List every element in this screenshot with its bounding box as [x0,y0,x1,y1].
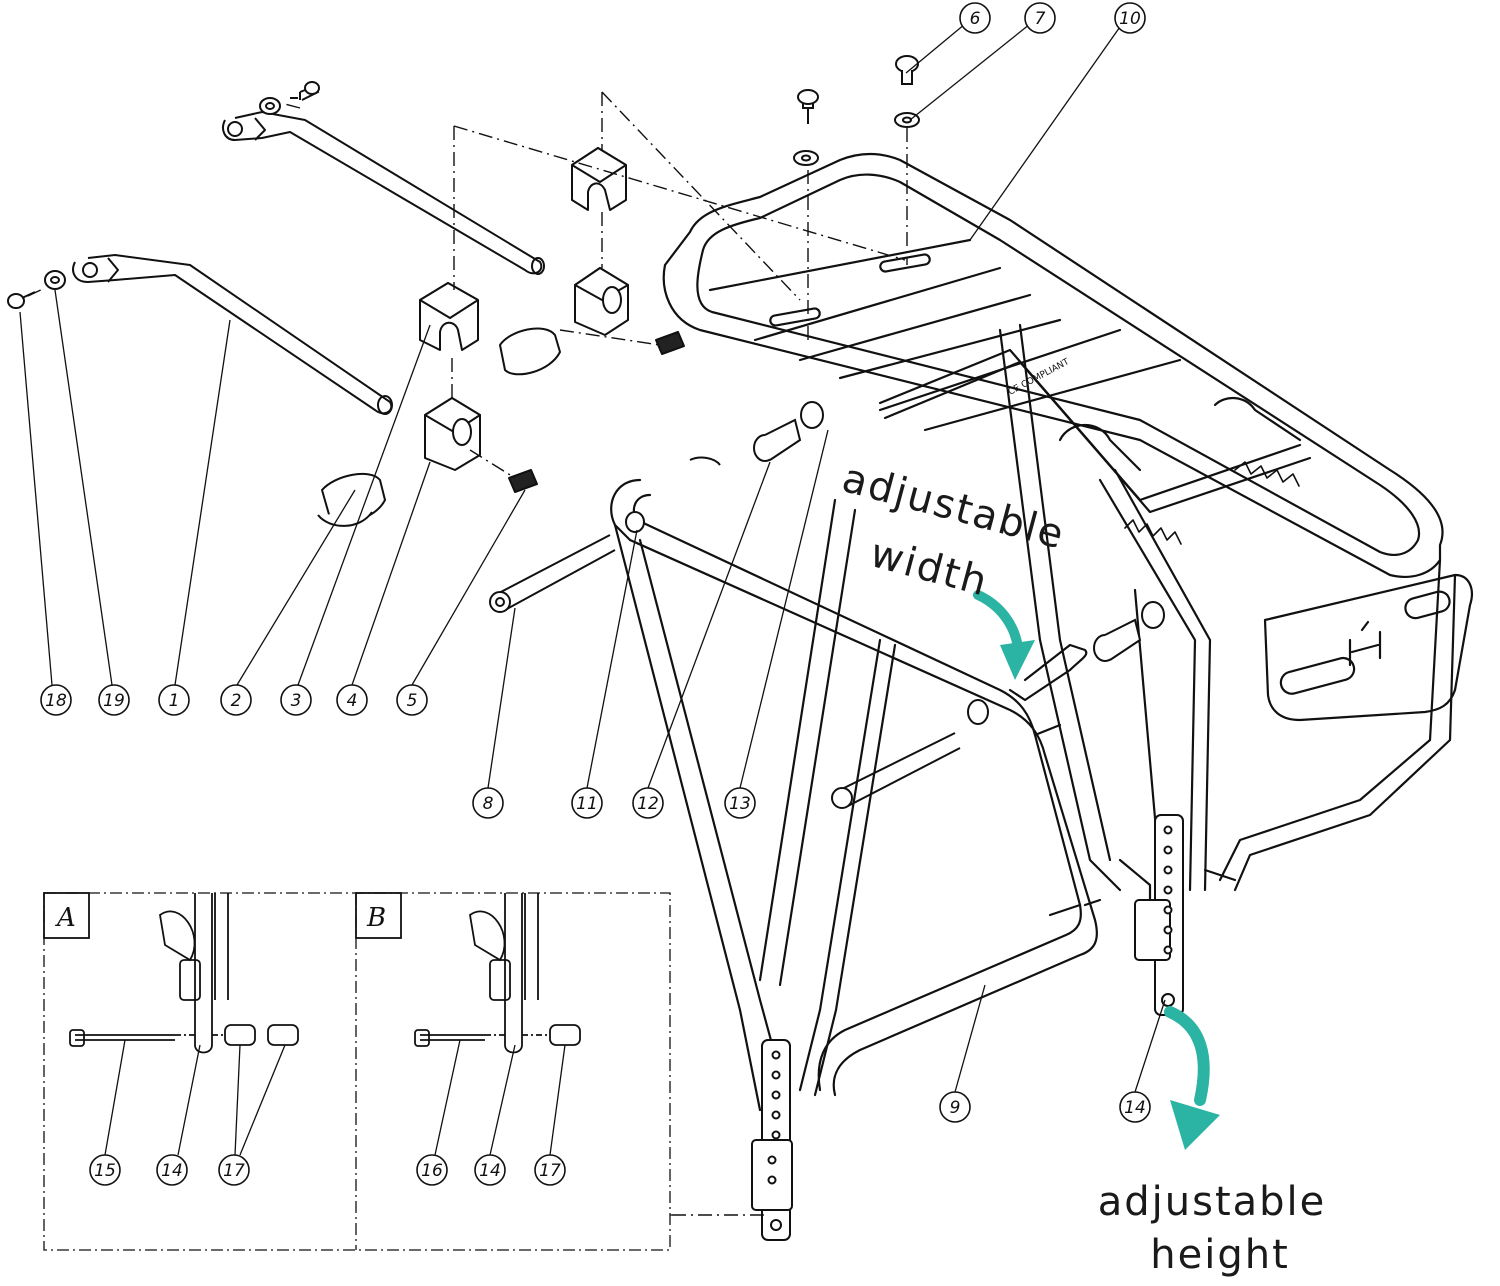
callout-8: 8 [483,794,494,814]
height-annotation-line1: adjustable [1098,1179,1327,1225]
callout-4: 4 [347,691,358,711]
callout-19: 19 [103,691,125,711]
callout-16: 16 [421,1161,443,1181]
width-annotation-line2: width [865,530,993,606]
callout-6: 6 [970,9,981,29]
clamp-blocks [317,147,685,527]
callout-14-main: 14 [1124,1098,1146,1118]
small-hardware [7,55,920,309]
panel-label-b: B [366,903,386,933]
callout-7: 7 [1035,9,1046,29]
bolt-lower [831,732,961,809]
height-annotation-line2: height [1150,1232,1290,1278]
arm-rod-lower [72,254,393,415]
callout-9: 9 [950,1098,961,1118]
spacers [625,401,1165,725]
leader-lines [19,23,1166,1093]
height-adjust-plate-rear [1134,814,1184,1016]
callout-17-a: 17 [223,1161,245,1181]
callout-18: 18 [45,691,67,711]
width-annotation-line1: adjustable [837,455,1070,559]
height-arrow [1164,1006,1220,1150]
panel-label-a: A [55,903,76,933]
arm-rod-upper [222,111,545,275]
bolt-8 [489,534,616,613]
callout-1: 1 [169,691,180,711]
detail-leader-lines [104,1039,566,1156]
detail-panel-a [43,892,299,1054]
callout-12: 12 [637,794,659,814]
callout-17-b: 17 [539,1161,561,1181]
callout-5: 5 [407,691,418,711]
callout-14-b: 14 [479,1161,501,1181]
callout-labels: 18 19 1 2 3 4 5 6 7 10 8 11 12 13 9 14 1… [45,9,1146,1181]
alignment-lines [27,91,908,1216]
callout-10: 10 [1119,9,1141,29]
callout-14-a: 14 [161,1161,183,1181]
adjustable-stay-frame [610,478,1102,1112]
rack-top-frame [662,152,1473,902]
callouts [40,2,1151,1186]
callout-3: 3 [291,691,302,711]
callout-13: 13 [729,794,751,814]
width-arrow [973,590,1035,680]
height-adjust-plate-front [751,1039,793,1241]
detail-panel-group [43,892,672,1251]
detail-panel-b [355,892,581,1054]
callout-2: 2 [231,691,242,711]
callout-11: 11 [576,794,598,814]
callout-15: 15 [94,1161,116,1181]
